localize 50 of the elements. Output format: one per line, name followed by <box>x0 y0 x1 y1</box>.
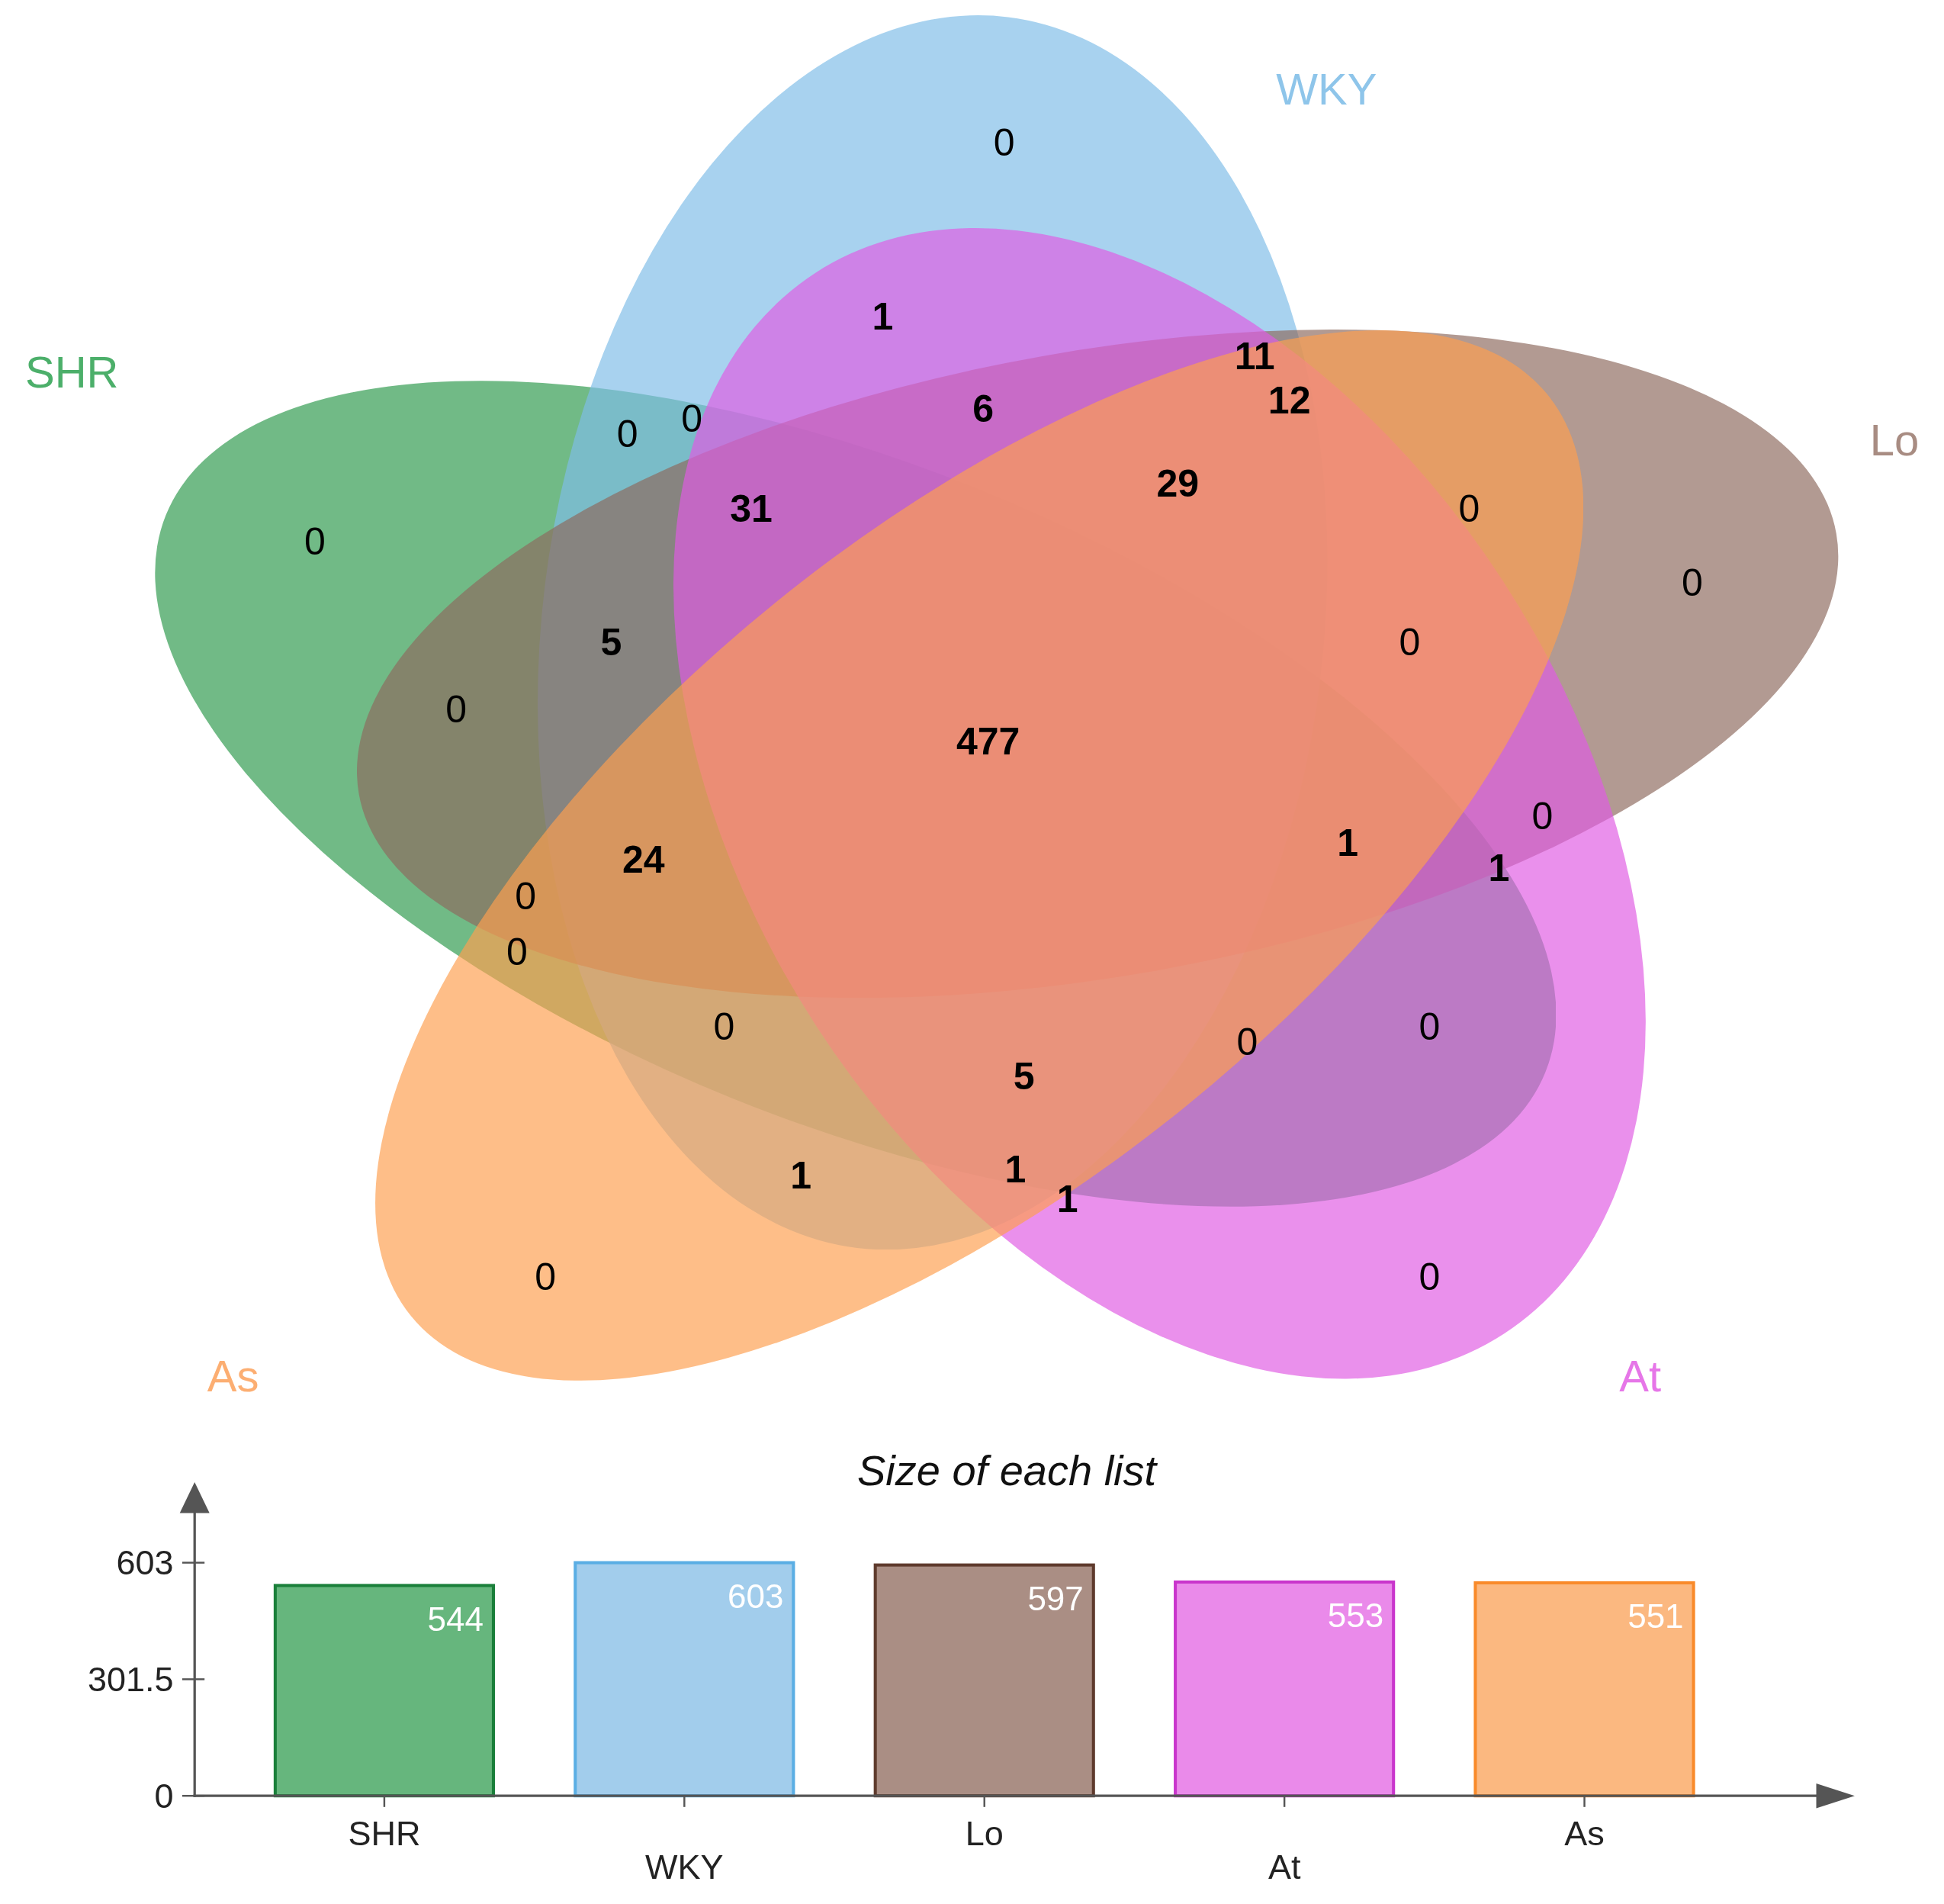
set-name: As <box>207 1354 259 1399</box>
count-label: 0 <box>993 123 1015 162</box>
set-name: WKY <box>1276 67 1377 112</box>
count-label: 0 <box>1419 1258 1441 1297</box>
count-label: 1 <box>790 1156 812 1195</box>
count-label: 0 <box>1682 564 1703 603</box>
count-label: 0 <box>304 523 326 561</box>
count-label: 1 <box>1056 1180 1078 1218</box>
count-label: 31 <box>730 489 773 528</box>
count-label: 0 <box>506 933 528 972</box>
category-label: WKY <box>645 1849 724 1884</box>
count-label: 5 <box>1013 1057 1035 1096</box>
count-label: 1 <box>1337 824 1358 863</box>
count-label: 0 <box>515 877 537 916</box>
category-label: SHR <box>348 1816 421 1851</box>
count-label: 0 <box>681 400 702 439</box>
count-label: 0 <box>445 690 468 728</box>
count-label: 0 <box>1531 796 1554 835</box>
count-label: 0 <box>1458 489 1480 528</box>
category-label: As <box>1564 1816 1605 1851</box>
value-label: 603 <box>727 1580 784 1614</box>
count-label: 29 <box>1156 465 1200 503</box>
count-label: 1 <box>1004 1150 1027 1188</box>
count-label: 0 <box>1399 623 1421 662</box>
y-tick-label: 603 <box>116 1545 174 1580</box>
value-label: 544 <box>427 1602 484 1636</box>
count-label: 1 <box>872 297 894 336</box>
count-label: 0 <box>713 1008 735 1046</box>
category-label: At <box>1268 1849 1301 1884</box>
count-label: 1 <box>1488 848 1510 887</box>
category-label: Lo <box>965 1816 1004 1851</box>
y-tick-label: 301.5 <box>87 1661 174 1697</box>
value-label: 597 <box>1027 1582 1084 1616</box>
value-label: 551 <box>1627 1600 1684 1634</box>
count-label: 0 <box>616 414 638 453</box>
value-label: 553 <box>1327 1599 1384 1633</box>
count-label: 0 <box>535 1258 557 1297</box>
count-label: 0 <box>1236 1022 1258 1061</box>
count-label: 11 <box>1234 336 1275 375</box>
set-name: SHR <box>25 349 119 394</box>
count-label: 12 <box>1268 381 1311 420</box>
count-label: 6 <box>972 390 994 429</box>
y-tick-label: 0 <box>154 1778 174 1813</box>
chart-title: Size of each list <box>856 1449 1157 1492</box>
count-label: 0 <box>1419 1008 1441 1046</box>
count-label: 477 <box>956 722 1020 761</box>
set-name: At <box>1619 1354 1662 1399</box>
count-label: 24 <box>622 840 665 879</box>
count-label: 5 <box>600 623 622 662</box>
set-name: Lo <box>1869 418 1920 463</box>
